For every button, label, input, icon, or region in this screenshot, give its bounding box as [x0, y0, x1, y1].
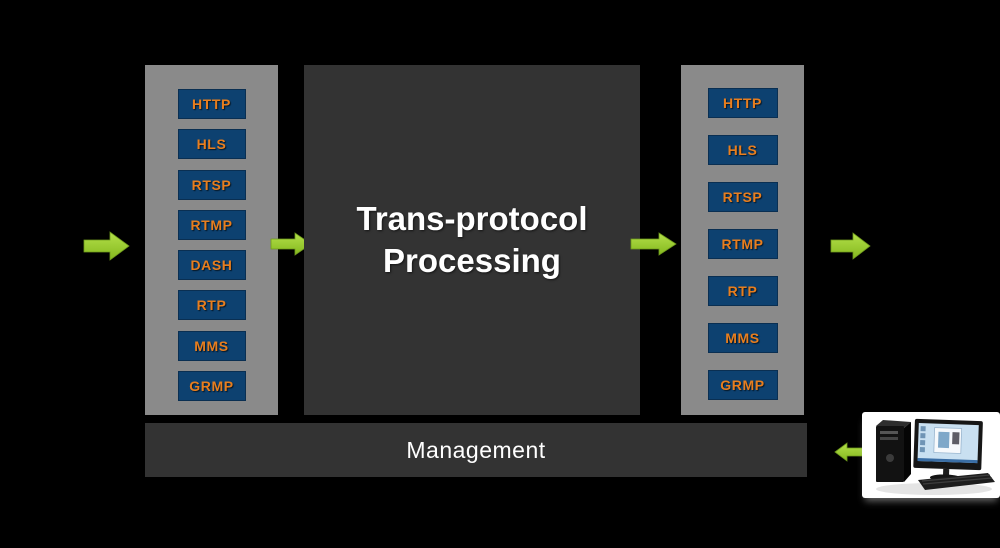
protocol-box-rtsp-out: RTSP [707, 182, 778, 212]
protocol-box-grmp-out: GRMP [707, 370, 778, 400]
protocol-box-rtp-in: RTP [177, 290, 246, 321]
protocol-box-grmp-in: GRMP [177, 370, 246, 401]
trans-protocol-processing-box: Trans-protocol Processing [304, 65, 640, 415]
desktop-computer-image [862, 412, 1000, 498]
management-label: Management [406, 436, 546, 463]
arrow-right-icon [270, 230, 312, 258]
arrow-right-icon [83, 228, 131, 264]
protocol-box-dash-in: DASH [177, 250, 246, 281]
protocol-box-hls-in: HLS [177, 129, 246, 160]
protocol-box-rtmp-out: RTMP [707, 229, 778, 259]
arrow-right-icon [630, 230, 677, 258]
protocol-box-rtsp-in: RTSP [177, 169, 246, 200]
protocol-box-mms-in: MMS [177, 330, 246, 361]
protocol-box-rtmp-in: RTMP [177, 209, 246, 240]
protocol-box-http-out: HTTP [707, 88, 778, 118]
egress-protocol-column: HTTP HLS RTSP RTMP RTP MMS GRMP [681, 65, 804, 415]
ingress-protocol-column: HTTP HLS RTSP RTMP DASH RTP MMS GRMP [145, 65, 278, 415]
management-bar: Management [145, 423, 807, 477]
protocol-box-hls-out: HLS [707, 135, 778, 165]
arrow-right-icon [830, 228, 872, 264]
protocol-box-http-in: HTTP [177, 89, 246, 119]
processing-title: Trans-protocol Processing [356, 200, 588, 279]
protocol-box-rtp-out: RTP [707, 276, 778, 306]
protocol-box-mms-out: MMS [707, 323, 778, 353]
